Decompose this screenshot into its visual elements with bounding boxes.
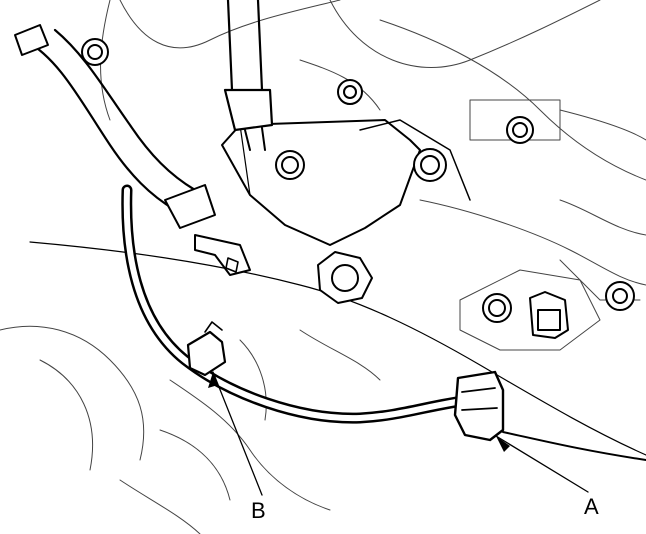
arrow-head-a: [496, 436, 510, 452]
callout-label-a: A: [584, 494, 599, 519]
upper-hose: [226, 0, 264, 92]
arrow-head-b: [208, 372, 218, 388]
mount-bracket: [221, 119, 421, 246]
harness-clip: [194, 234, 251, 276]
hex-bolt-icon: [317, 251, 373, 304]
connector-a: [453, 370, 505, 442]
wire-harness: [121, 184, 476, 424]
breather-pipe: [23, 38, 177, 212]
frame-line: [29, 241, 646, 456]
leader-line-a: [495, 435, 589, 493]
callout-label-b: B: [251, 498, 266, 523]
harness-clamp-b: [186, 330, 227, 377]
sensor-icon: [482, 291, 569, 339]
bolt-icon: [275, 148, 447, 182]
leader-line-b: [212, 371, 263, 496]
